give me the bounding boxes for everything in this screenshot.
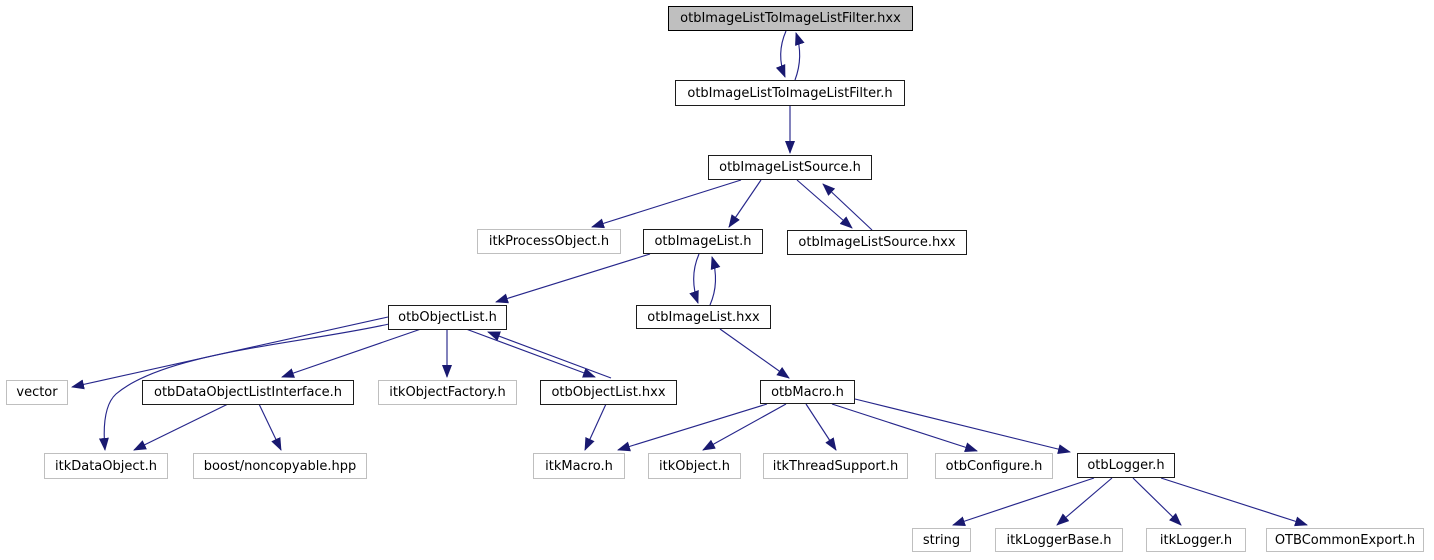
- edge-filter_hxx-to-filter_h: [775, 30, 787, 78]
- node-OTBCommonExport-h[interactable]: OTBCommonExport.h: [1266, 528, 1424, 552]
- edge-objectlist_h-to-itkdataobject: [98, 323, 390, 451]
- node-otbLogger-h[interactable]: otbLogger.h: [1077, 453, 1175, 478]
- node-itkProcessObject-h[interactable]: itkProcessObject.h: [477, 229, 621, 254]
- node-itkObject-h[interactable]: itkObject.h: [648, 453, 741, 479]
- node-otbMacro-h[interactable]: otbMacro.h: [760, 380, 855, 404]
- edge-imagelist_h-to-imagelist_hxx: [689, 253, 700, 304]
- edge-objectlist_h-to-datainterface: [281, 328, 422, 378]
- node-itkMacro-h[interactable]: itkMacro.h: [533, 453, 625, 479]
- node-otbImageListToImageListFilter-hxx[interactable]: otbImageListToImageListFilter.hxx: [668, 6, 913, 31]
- edge-otbmacro-to-otbconfigure: [831, 403, 978, 453]
- edge-otblogger-to-string: [952, 477, 1095, 526]
- node-otbImageList-h[interactable]: otbImageList.h: [643, 229, 763, 254]
- node-otbDataObjectListInterface-h[interactable]: otbDataObjectListInterface.h: [142, 380, 354, 405]
- node-vector[interactable]: vector: [6, 380, 68, 405]
- edge-source_h-to-source_hxx: [796, 179, 853, 229]
- edge-imagelist_h-to-objectlist_h: [495, 253, 651, 304]
- node-otbObjectList-h[interactable]: otbObjectList.h: [388, 305, 507, 330]
- node-otbImageListToImageListFilter-h[interactable]: otbImageListToImageListFilter.h: [675, 80, 905, 106]
- edge-filter_h-to-filter_hxx: [794, 32, 805, 81]
- edge-imagelist_hxx-to-otbmacro: [719, 328, 790, 379]
- node-itkObjectFactory-h[interactable]: itkObjectFactory.h: [378, 380, 517, 405]
- edge-datainterface-to-boost: [258, 403, 282, 451]
- edge-objectlist_hxx-to-itkmacro: [584, 403, 607, 451]
- edge-otblogger-to-itklogger: [1132, 477, 1182, 526]
- edge-otblogger-to-commonexport: [1160, 477, 1308, 527]
- edge-objectlist_hxx-to-objectlist_h: [487, 331, 612, 379]
- edge-datainterface-to-itkdataobject: [133, 403, 229, 451]
- node-boost-noncopyable-hpp[interactable]: boost/noncopyable.hpp: [193, 453, 367, 479]
- node-otbImageListSource-hxx[interactable]: otbImageListSource.hxx: [787, 230, 967, 255]
- node-string[interactable]: string: [912, 528, 971, 552]
- node-itkThreadSupport-h[interactable]: itkThreadSupport.h: [763, 453, 908, 479]
- node-otbObjectList-hxx[interactable]: otbObjectList.hxx: [540, 380, 677, 405]
- edge-source_hxx-to-source_h: [822, 183, 873, 231]
- edge-otbmacro-to-threadsupport: [805, 403, 837, 451]
- node-itkDataObject-h[interactable]: itkDataObject.h: [44, 453, 168, 479]
- edge-otbmacro-to-itkobject: [702, 403, 787, 451]
- edge-otblogger-to-loggerbase: [1056, 477, 1113, 526]
- node-otbImageList-hxx[interactable]: otbImageList.hxx: [636, 305, 771, 329]
- node-otbImageListSource-h[interactable]: otbImageListSource.h: [708, 155, 872, 180]
- edge-imagelist_hxx-to-imagelist_h: [709, 256, 721, 306]
- node-otbConfigure-h[interactable]: otbConfigure.h: [935, 453, 1053, 479]
- node-itkLogger-h[interactable]: itkLogger.h: [1146, 528, 1246, 552]
- edge-otbmacro-to-itkmacro: [617, 403, 768, 452]
- node-itkLoggerBase-h[interactable]: itkLoggerBase.h: [995, 528, 1123, 552]
- edge-source_h-to-imagelist_h: [728, 179, 762, 228]
- edge-source_h-to-process_obj: [591, 179, 742, 229]
- edge-objectlist_h-to-objectlist_hxx: [465, 328, 596, 378]
- edge-otbmacro-to-otblogger: [854, 398, 1071, 454]
